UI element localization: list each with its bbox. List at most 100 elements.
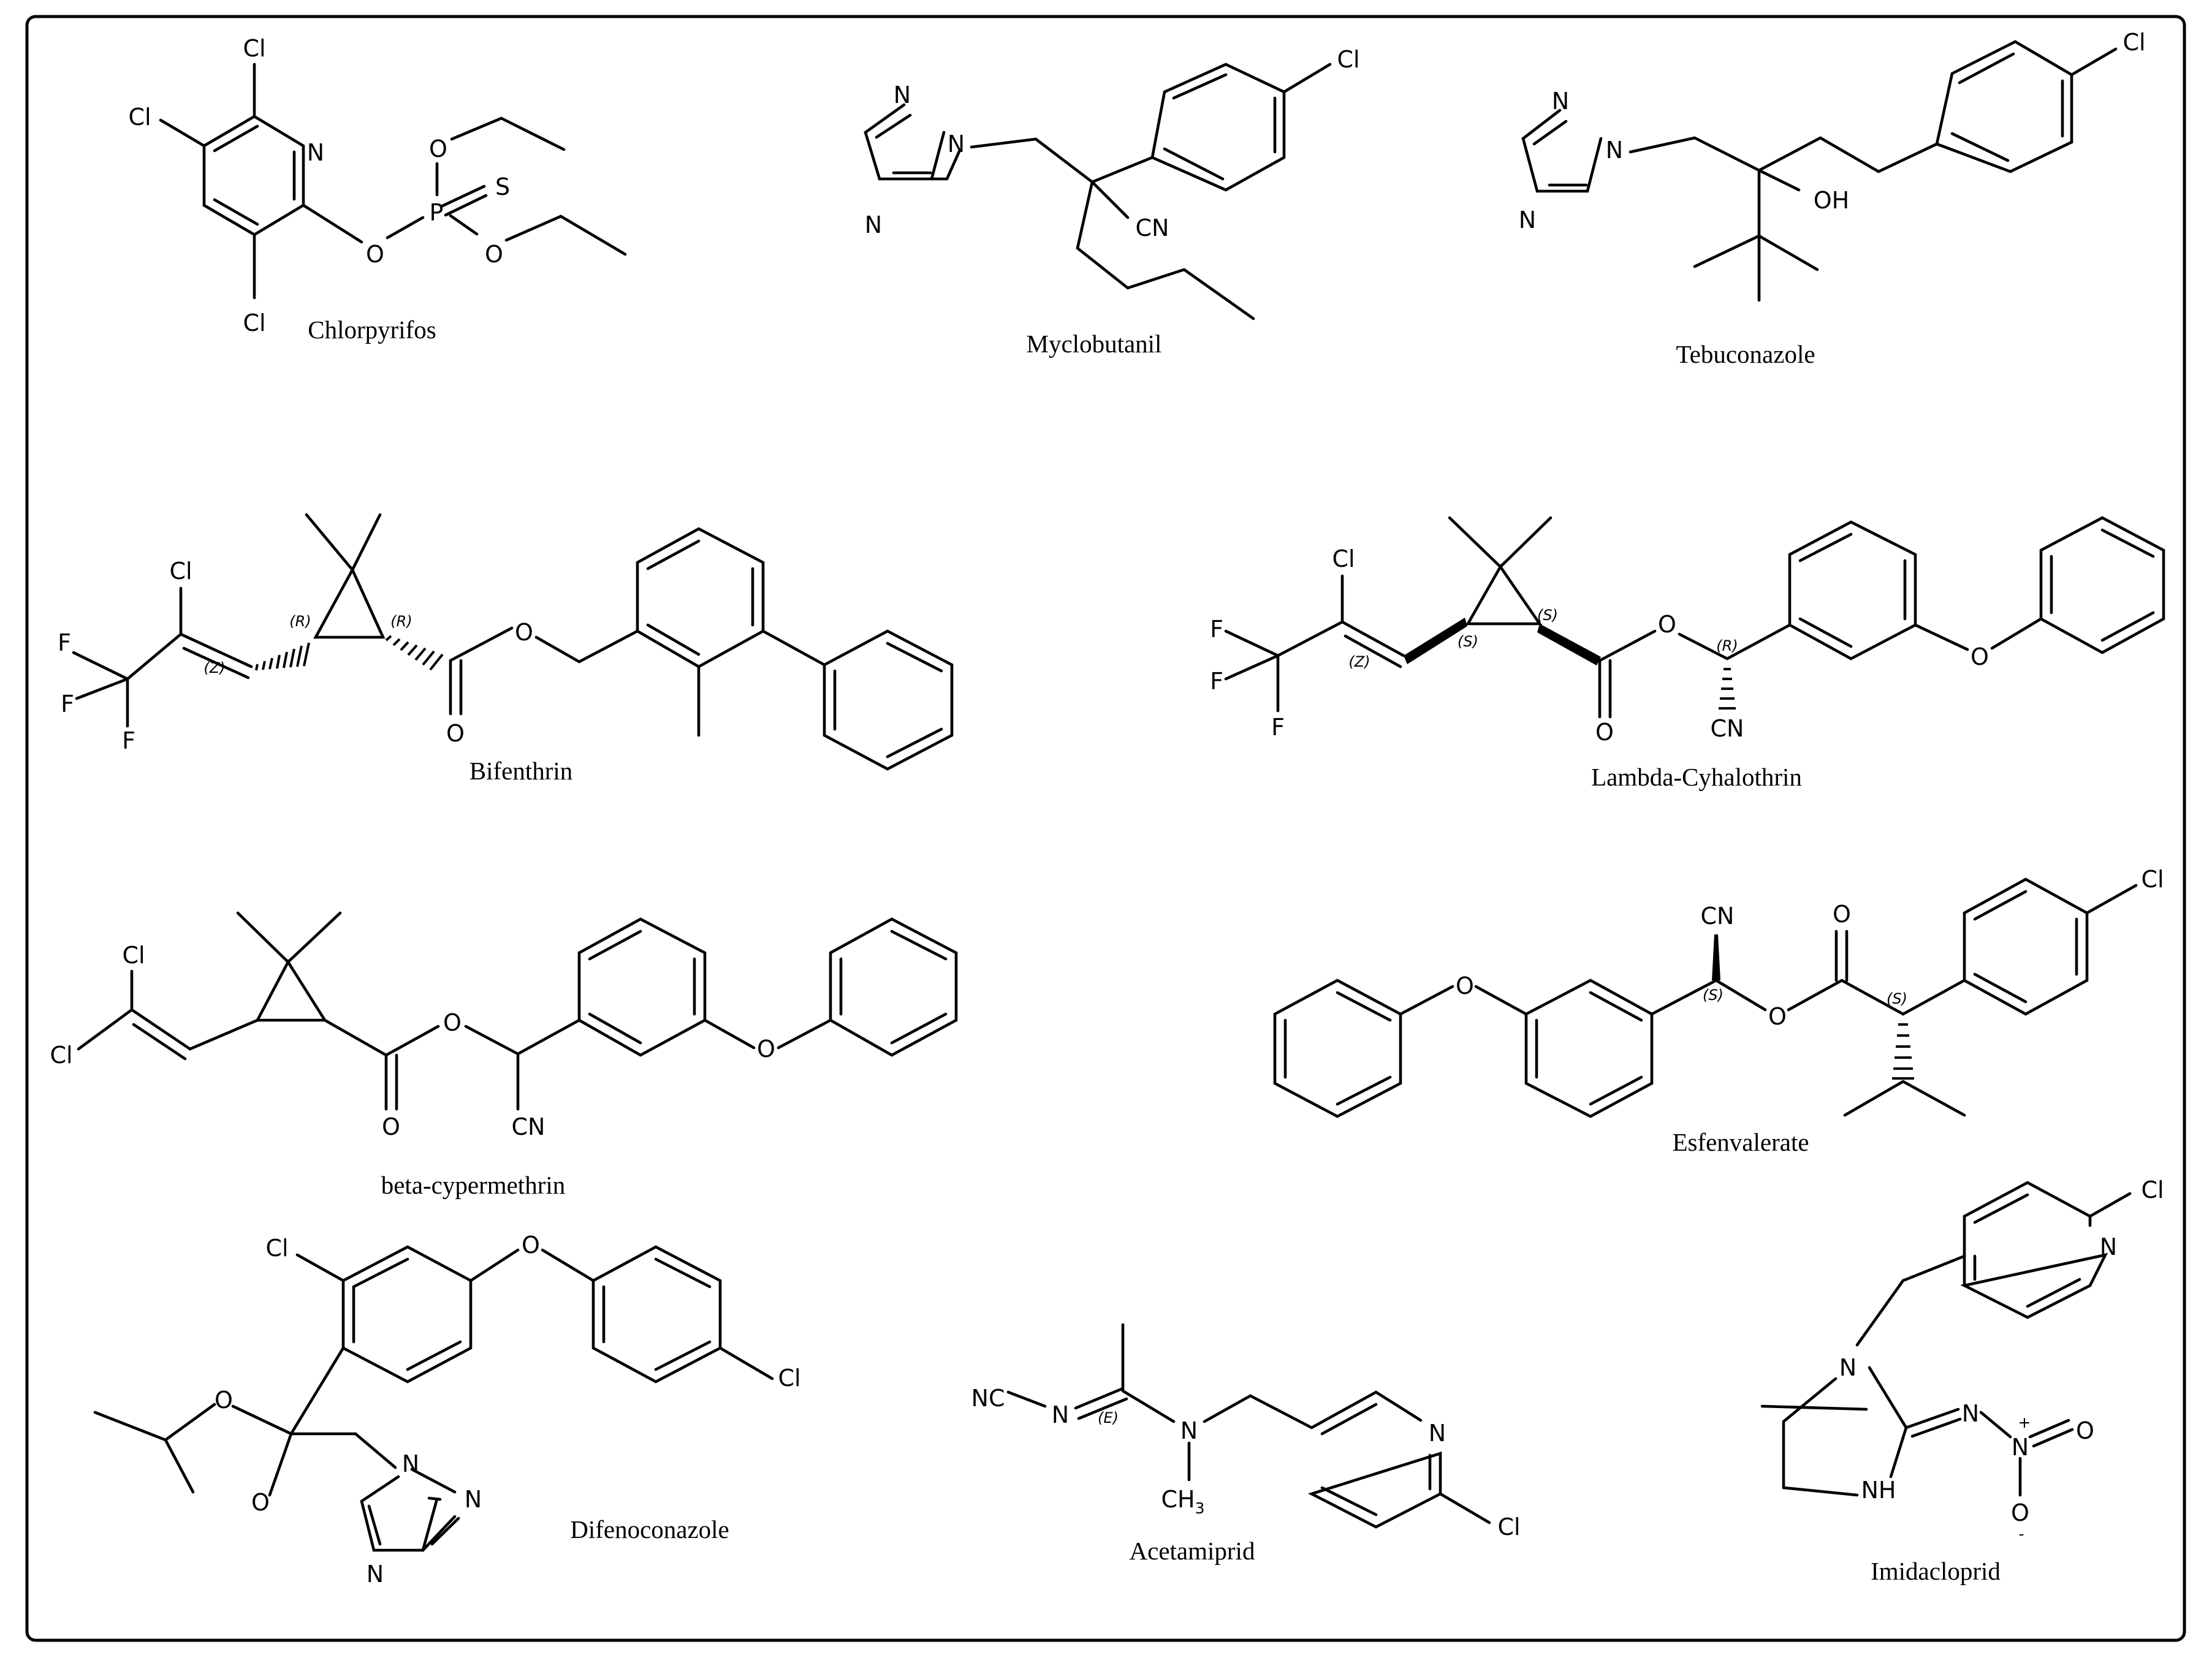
compound-myclobutanil: N N N Cl CN Myclobutanil — [864, 46, 1360, 358]
atom-label: O — [757, 1036, 775, 1062]
atom-label: CH3 — [1161, 1486, 1204, 1517]
atom-label: OH — [1814, 187, 1849, 214]
atom-label: Cl — [1497, 1513, 1520, 1540]
figure-border — [25, 15, 2186, 1642]
atom-label: Cl — [128, 104, 151, 131]
stereo-descriptor: (S) — [1703, 987, 1724, 1004]
atom-label: NC — [971, 1385, 1005, 1412]
atom-label: O — [1658, 611, 1676, 638]
atom-label: F — [58, 629, 71, 656]
atom-label: N — [2100, 1233, 2117, 1260]
atom-label: O — [2011, 1499, 2029, 1526]
atom-label: CN — [512, 1113, 545, 1140]
atom-label: O — [522, 1232, 540, 1259]
atom-label: N — [948, 131, 965, 157]
atom-label: O — [382, 1113, 400, 1140]
atom-label: O — [485, 241, 503, 268]
stereo-descriptor: (R) — [1716, 637, 1738, 654]
atom-label: Cl — [2141, 866, 2164, 893]
stereo-descriptor: (S) — [1537, 607, 1558, 624]
stereo-descriptor: (R) — [289, 613, 311, 630]
atom-label: F — [61, 691, 74, 718]
compound-name: Chlorpyrifos — [308, 316, 436, 344]
atom-label: N — [1180, 1417, 1198, 1444]
charge-label: - — [2018, 1525, 2024, 1543]
atom-label: Cl — [1332, 545, 1355, 572]
atom-label: N — [1519, 206, 1536, 233]
atom-label: N — [894, 81, 911, 108]
atom-label: F — [122, 727, 135, 754]
compound-bifenthrin: Cl F F F O O (R) (R) (Z) Bifenthrin — [58, 513, 954, 785]
atom-label: N — [865, 211, 882, 238]
stereo-descriptor: (Z) — [203, 659, 225, 676]
compound-name: Myclobutanil — [1027, 330, 1162, 358]
atom-label: N — [2012, 1434, 2029, 1461]
atom-label: N — [1052, 1401, 1069, 1428]
atom-label: F — [1271, 714, 1285, 741]
atom-label: N — [307, 139, 324, 166]
stereo-descriptor: (S) — [1887, 990, 1907, 1007]
atom-label: N — [1962, 1400, 1979, 1427]
compound-name: Bifenthrin — [469, 757, 573, 785]
atom-label: N — [1429, 1420, 1446, 1447]
compound-name: Difenoconazole — [570, 1515, 729, 1543]
atom-label: CN — [1136, 214, 1169, 241]
atom-label: S — [495, 173, 510, 200]
atom-label: O — [2076, 1417, 2094, 1444]
atom-label: N — [1839, 1354, 1857, 1381]
compound-imidacloprid: Cl N N NH N N + O O - Imidacloprid — [1760, 1176, 2164, 1585]
atom-label: N — [367, 1561, 384, 1588]
compound-name: Lambda-Cyhalothrin — [1591, 763, 1802, 791]
atom-label: O — [1456, 972, 1474, 999]
compound-lambda-cyhalothrin: Cl F F F O O CN O (S) (S) (R) (Z) Lambda… — [1210, 516, 2165, 791]
compound-chlorpyrifos: Cl Cl Cl N O P S O O Chlorpyrifos — [128, 35, 627, 344]
stereo-descriptor: (Z) — [1348, 653, 1370, 670]
stereo-descriptor: (E) — [1098, 1409, 1119, 1426]
atom-label: N — [402, 1450, 419, 1477]
atom-label: NH — [1861, 1477, 1896, 1504]
atom-label: CN — [1701, 903, 1735, 930]
atom-label: Cl — [50, 1042, 72, 1069]
compound-name: Imidacloprid — [1871, 1557, 2001, 1585]
atom-ch: CH — [1161, 1486, 1195, 1513]
atom-label: CN — [1711, 715, 1744, 742]
atom-label: O — [443, 1009, 462, 1036]
atom-label: Cl — [2123, 29, 2145, 56]
compound-name: Acetamiprid — [1130, 1537, 1255, 1565]
atom-label: F — [1210, 668, 1223, 695]
compound-beta-cypermethrin: Cl Cl O O CN O beta-cypermethrin — [50, 911, 958, 1199]
charge-label: + — [2018, 1414, 2031, 1431]
atom-label: O — [1768, 1003, 1787, 1030]
atom-label: O — [515, 619, 533, 646]
atom-label: Cl — [2141, 1176, 2164, 1203]
atom-label: N — [465, 1486, 482, 1513]
atom-subscript: 3 — [1195, 1499, 1205, 1517]
compound-acetamiprid: NC N N CH3 N Cl (E) Acetamiprid — [971, 1323, 1521, 1565]
atom-label: P — [430, 199, 444, 226]
atom-label: O — [366, 241, 384, 268]
atom-label: N — [1606, 137, 1623, 164]
stereo-descriptor: (R) — [390, 613, 412, 630]
atom-label: O — [215, 1387, 233, 1414]
compound-esfenvalerate: O CN O O Cl (S) (S) Esfenvalerate — [1273, 866, 2164, 1156]
atom-label: O — [446, 720, 465, 747]
atom-label: Cl — [243, 35, 265, 62]
atom-label: Cl — [169, 558, 192, 585]
compound-name: beta-cypermethrin — [381, 1171, 566, 1199]
compound-name: Tebuconazole — [1676, 340, 1815, 368]
compound-tebuconazole: N N N Cl OH Tebuconazole — [1519, 29, 2146, 368]
atom-label: Cl — [122, 942, 145, 969]
atom-label: O — [251, 1489, 270, 1516]
atom-label: O — [1833, 901, 1851, 928]
atom-label: F — [1210, 616, 1223, 643]
compound-difenoconazole: Cl O Cl O O N N N Difenoconazole — [93, 1232, 801, 1588]
atom-label: Cl — [1337, 46, 1359, 73]
atom-label: N — [1552, 88, 1569, 115]
atom-label: Cl — [778, 1365, 800, 1392]
stereo-descriptor: (S) — [1458, 633, 1478, 650]
atom-label: Cl — [243, 309, 265, 336]
atom-label: O — [1971, 643, 1989, 670]
compound-name: Esfenvalerate — [1672, 1128, 1809, 1156]
atom-label: O — [1595, 719, 1614, 746]
